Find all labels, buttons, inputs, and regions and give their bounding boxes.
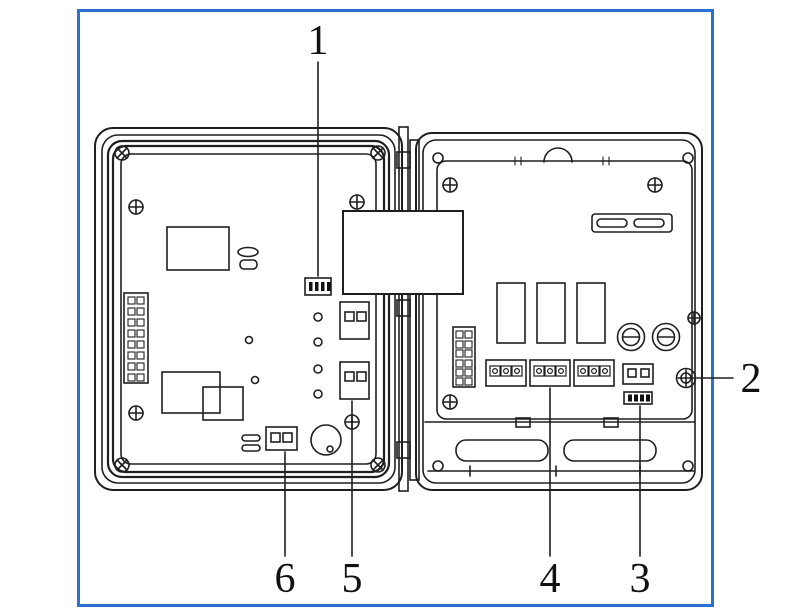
power-board <box>436 156 701 420</box>
ic-chip-3 <box>202 386 244 421</box>
display-board <box>123 194 370 456</box>
power-input-terminal <box>622 363 654 385</box>
cable-gland <box>651 322 681 352</box>
vent-slots <box>591 213 673 233</box>
rail-tab <box>603 417 619 428</box>
ground-screw <box>675 367 697 389</box>
phillips-screw-icon <box>687 311 701 325</box>
relay-connector-upper <box>339 301 370 340</box>
callout-4: 4 <box>540 387 561 602</box>
ic-chip-large <box>166 226 230 271</box>
callout-5: 5 <box>342 400 363 602</box>
phillips-screw-icon <box>128 405 144 421</box>
connector-pins <box>309 282 331 291</box>
header-pins <box>455 330 473 386</box>
hanger-notch <box>543 147 573 163</box>
rail-tab <box>515 417 531 428</box>
header-pins <box>127 296 145 382</box>
callout-6-label: 6 <box>275 556 296 602</box>
callouts: 1 2 3 4 5 6 <box>275 18 762 602</box>
relay-connector-lower <box>339 361 370 400</box>
ic-chip-2 <box>161 371 221 414</box>
bottom-rail <box>424 417 696 477</box>
rail-slot <box>563 439 657 462</box>
relays <box>496 282 606 344</box>
callout-3-label: 3 <box>630 556 651 602</box>
terminal-block <box>485 359 527 387</box>
corner-screw-icon <box>370 145 386 161</box>
callout-5-label: 5 <box>342 556 363 602</box>
ribbon-header-left <box>123 292 149 384</box>
terminal-block <box>573 359 615 387</box>
enclosure-drawing: 1 2 3 4 5 6 <box>94 18 762 602</box>
rail-slot <box>455 439 549 462</box>
buzzer <box>310 424 342 456</box>
display-module <box>342 210 464 295</box>
hinge-knuckle <box>396 441 411 459</box>
terminal-block <box>529 359 571 387</box>
hinge-knuckle <box>396 151 411 169</box>
phillips-screw-icon <box>442 394 458 410</box>
door-corner-screws <box>114 145 386 473</box>
callout-3: 3 <box>630 405 651 602</box>
corner-screw-icon <box>114 457 130 473</box>
callout-1: 1 <box>308 18 329 277</box>
led-holes <box>244 312 323 399</box>
phillips-screw-icon <box>128 199 144 215</box>
jumper-pads <box>241 434 261 452</box>
phillips-screw-icon <box>647 177 663 193</box>
relay <box>536 282 566 344</box>
passive-components <box>237 246 259 270</box>
callout-2: 2 <box>696 356 762 402</box>
board-mount-screws <box>128 194 365 430</box>
board-edge-ticks <box>514 156 610 166</box>
callout-1-label: 1 <box>308 18 329 64</box>
cable-glands <box>616 322 681 352</box>
phillips-screw-icon <box>442 177 458 193</box>
connector-pins <box>628 394 650 402</box>
backlight-connector <box>304 277 332 296</box>
terminal-blocks <box>485 359 615 387</box>
right-panel <box>415 132 703 491</box>
cable-gland <box>616 322 646 352</box>
corner-screw-icon <box>370 457 386 473</box>
hinge <box>396 126 420 492</box>
board-screws <box>442 177 701 410</box>
callout-4-label: 4 <box>540 556 561 602</box>
pin-header-small <box>623 391 653 405</box>
callout-2-label: 2 <box>741 356 762 402</box>
left-panel <box>94 127 403 491</box>
phillips-screw-icon <box>349 194 365 210</box>
relay <box>496 282 526 344</box>
hinge-knuckle <box>396 299 411 317</box>
door-gasket-outlines <box>94 127 403 491</box>
relay <box>576 282 606 344</box>
power-connector <box>265 426 298 451</box>
callout-6: 6 <box>275 451 296 602</box>
corner-screw-icon <box>114 145 130 161</box>
case-corner-hole <box>432 152 444 164</box>
ribbon-header-right <box>452 326 476 388</box>
